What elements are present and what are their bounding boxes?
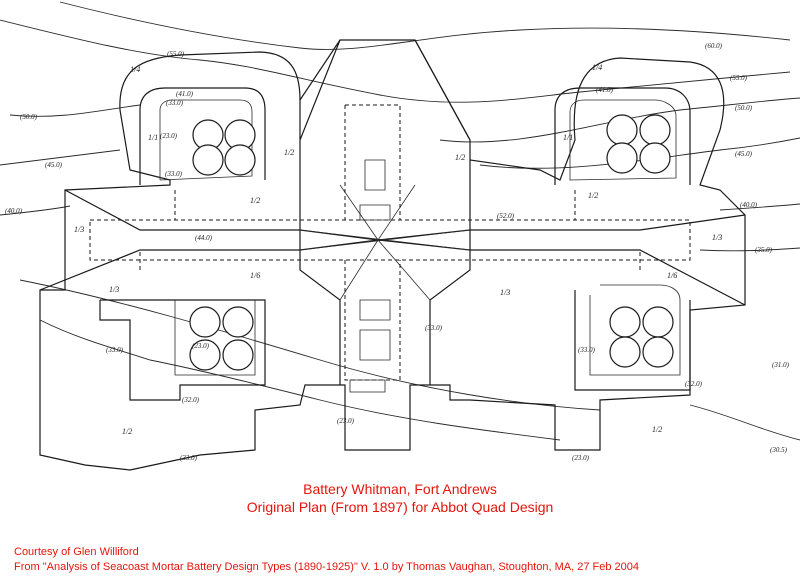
slope-label: 1/6	[250, 271, 260, 280]
elevation-label: (33.0)	[106, 346, 124, 354]
contour-label: (31.0)	[772, 361, 790, 369]
slope-label: 1/2	[284, 148, 294, 157]
contour-label: (30.5)	[770, 446, 788, 454]
slope-label: 1/2	[122, 427, 132, 436]
mortar-pit-northeast	[554, 87, 691, 185]
slope-label: 1/2	[250, 196, 260, 205]
mortar-emplacement-sw-3	[189, 339, 221, 371]
mortar-emplacement-se-2	[642, 306, 674, 338]
mortar-emplacement-nw-4	[224, 144, 256, 176]
terrain-contours	[0, 1, 800, 441]
mortar-pit-southwest	[99, 299, 266, 401]
source-credit: From "Analysis of Seacoast Mortar Batter…	[14, 561, 639, 573]
elevation-label: (23.0)	[337, 417, 355, 425]
elevation-label: (23.0)	[192, 342, 210, 350]
plan-annotations: (55.0) (60.0) (55.0) (50.0) (50.0) (45.0…	[5, 42, 790, 462]
contour-label: (60.0)	[705, 42, 723, 50]
elevation-label: (32.0)	[685, 380, 703, 388]
plan-title: Battery Whitman, Fort Andrews	[303, 481, 497, 497]
elevation-label: (23.0)	[572, 454, 590, 462]
elevation-label: (32.0)	[182, 396, 200, 404]
slope-label: 1/1	[148, 133, 158, 142]
slope-label: 1/3	[500, 288, 510, 297]
slope-label: 1/2	[652, 425, 662, 434]
elevation-label: (44.0)	[195, 234, 213, 242]
elevation-label: (33.0)	[578, 346, 596, 354]
slope-label: 1/2	[588, 191, 598, 200]
contour-label: (45.0)	[735, 150, 753, 158]
mortar-emplacement-se-3	[609, 336, 641, 368]
slope-label: 1/3	[74, 225, 84, 234]
courtesy-credit: Courtesy of Glen Williford	[14, 546, 139, 558]
slope-label: 1/1	[563, 133, 573, 142]
mortar-emplacement-ne-4	[639, 142, 671, 174]
mortar-emplacement-se-4	[642, 336, 674, 368]
mortar-emplacement-nw-3	[192, 144, 224, 176]
slope-label: 1/3	[712, 233, 722, 242]
mortar-emplacement-ne-2	[639, 114, 671, 146]
battery-plan-drawing: (55.0) (60.0) (55.0) (50.0) (50.0) (45.0…	[0, 1, 800, 471]
slope-label: 1/4	[592, 63, 602, 72]
mortar-pit-southeast	[574, 284, 691, 391]
mortar-emplacement-ne-1	[606, 114, 638, 146]
earthwork-outline	[39, 39, 746, 471]
mortar-emplacement-ne-3	[606, 142, 638, 174]
mortar-pit-northwest	[139, 87, 266, 185]
elevation-label: (33.0)	[165, 170, 183, 178]
elevation-label: (33.0)	[166, 99, 184, 107]
elevation-label: (41.0)	[176, 90, 194, 98]
contour-label: (55.0)	[167, 50, 185, 58]
elevation-label: (41.0)	[596, 86, 614, 94]
contour-label: (55.0)	[730, 74, 748, 82]
contour-label: (50.0)	[20, 113, 38, 121]
slope-label: 1/2	[455, 153, 465, 162]
slope-label: 1/6	[667, 271, 677, 280]
mortar-emplacement-sw-2	[222, 306, 254, 338]
mortar-emplacement-sw-1	[189, 306, 221, 338]
elevation-label: (33.0)	[425, 324, 443, 332]
elevation-label: (23.0)	[160, 132, 178, 140]
mortar-emplacement-se-1	[609, 306, 641, 338]
contour-label: (35.0)	[755, 246, 773, 254]
contour-label: (50.0)	[735, 104, 753, 112]
elevation-label: (33.0)	[180, 454, 198, 462]
plan-subtitle: Original Plan (From 1897) for Abbot Quad…	[246, 499, 554, 515]
elevation-label: (52.0)	[497, 212, 515, 220]
central-magazines	[39, 39, 746, 393]
slope-label: 1/3	[109, 285, 119, 294]
contour-label: (40.0)	[5, 207, 23, 215]
contour-label: (40.0)	[740, 201, 758, 209]
slope-label: 1/4	[130, 65, 140, 74]
mortar-emplacement-sw-4	[222, 339, 254, 371]
contour-label: (45.0)	[45, 161, 63, 169]
